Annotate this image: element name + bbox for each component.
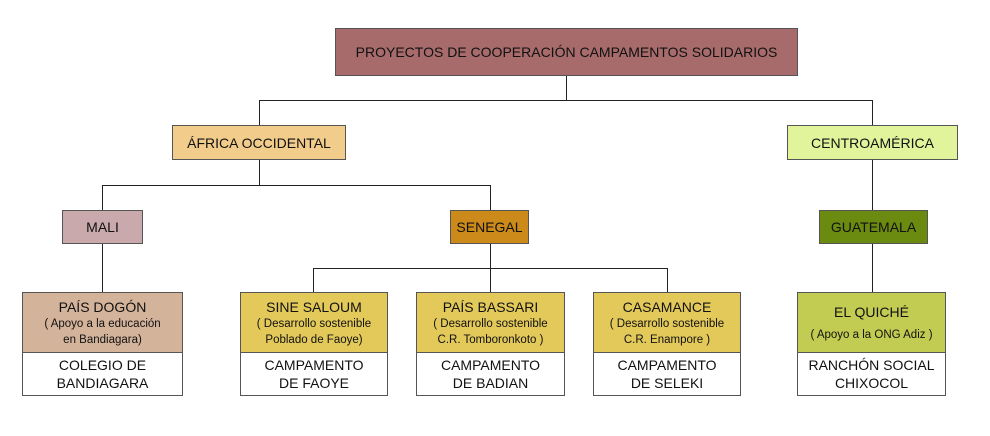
region-africa-occidental: ÁFRICA OCCIDENTAL [172,125,346,160]
camp-label: CAMPAMENTO [440,357,541,373]
country-label: SENEGAL [456,219,523,235]
project-title: PAÍS BASSARI [442,298,539,315]
camp-label: DE SELEKI [630,375,704,391]
country-guatemala: GUATEMALA [819,210,928,244]
connector [490,185,491,210]
project-desc: C.R. Tomboronkoto ) [437,333,544,346]
connector [259,160,260,185]
project-desc: C.R. Enampore ) [623,333,711,346]
connector [313,268,314,292]
camp-chixocol: RANCHÓN SOCIAL CHIXOCOL [797,352,946,396]
project-title: EL QUICHÉ [834,303,909,320]
camp-label: CHIXOCOL [834,375,909,391]
camp-label: BANDIAGARA [56,375,149,391]
camp-label: DE FAOYE [278,375,350,391]
connector [667,268,668,292]
project-desc: ( Apoyo a la educación [44,317,161,330]
root-node: PROYECTOS DE COOPERACIÓN CAMPAMENTOS SOL… [335,28,798,76]
camp-badian: CAMPAMENTO DE BADIAN [416,352,565,396]
project-desc: en Bandiagara) [63,333,142,346]
country-label: GUATEMALA [830,219,917,235]
region-label: CENTROAMÉRICA [811,134,934,151]
connector [872,100,873,125]
project-desc: Poblado de Faoye) [265,333,363,346]
connector [872,244,873,292]
connector [259,100,873,101]
camp-label: RANCHÓN SOCIAL [808,357,935,373]
project-title: PAÍS DOGÓN [58,298,147,315]
project-desc: ( Apoyo a la ONG Adiz ) [810,328,933,341]
project-desc: ( Desarrollo sostenible [433,317,548,330]
project-desc: ( Desarrollo sostenible [609,317,725,330]
connector [259,100,260,125]
project-title: CASAMANCE [622,298,712,315]
camp-label: COLEGIO DE [58,357,147,373]
camp-colegio-bandiagara: COLEGIO DE BANDIAGARA [22,352,183,396]
region-centroamerica: CENTROAMÉRICA [787,125,958,160]
project-desc: ( Desarrollo sostenible [256,317,372,330]
country-mali: MALI [62,210,143,244]
connector [102,185,103,210]
camp-label: CAMPAMENTO [264,357,364,373]
camp-seleki: CAMPAMENTO DE SELEKI [593,352,741,396]
project-el-quiche: EL QUICHÉ ( Apoyo a la ONG Adiz ) [797,292,946,353]
root-label: PROYECTOS DE COOPERACIÓN CAMPAMENTOS SOL… [355,44,778,60]
region-label: ÁFRICA OCCIDENTAL [187,134,331,151]
project-pais-dogon: PAÍS DOGÓN ( Apoyo a la educación en Bandi… [22,292,183,353]
country-senegal: SENEGAL [450,210,529,244]
camp-label: CAMPAMENTO [617,357,717,373]
project-title: SINE SALOUM [266,298,362,315]
connector [102,244,103,292]
connector [566,76,567,100]
connector [872,160,873,210]
camp-label: DE BADIAN [452,375,529,391]
connector [313,268,668,269]
connector [102,185,491,186]
camp-faoye: CAMPAMENTO DE FAOYE [240,352,388,396]
country-label: MALI [86,219,119,235]
